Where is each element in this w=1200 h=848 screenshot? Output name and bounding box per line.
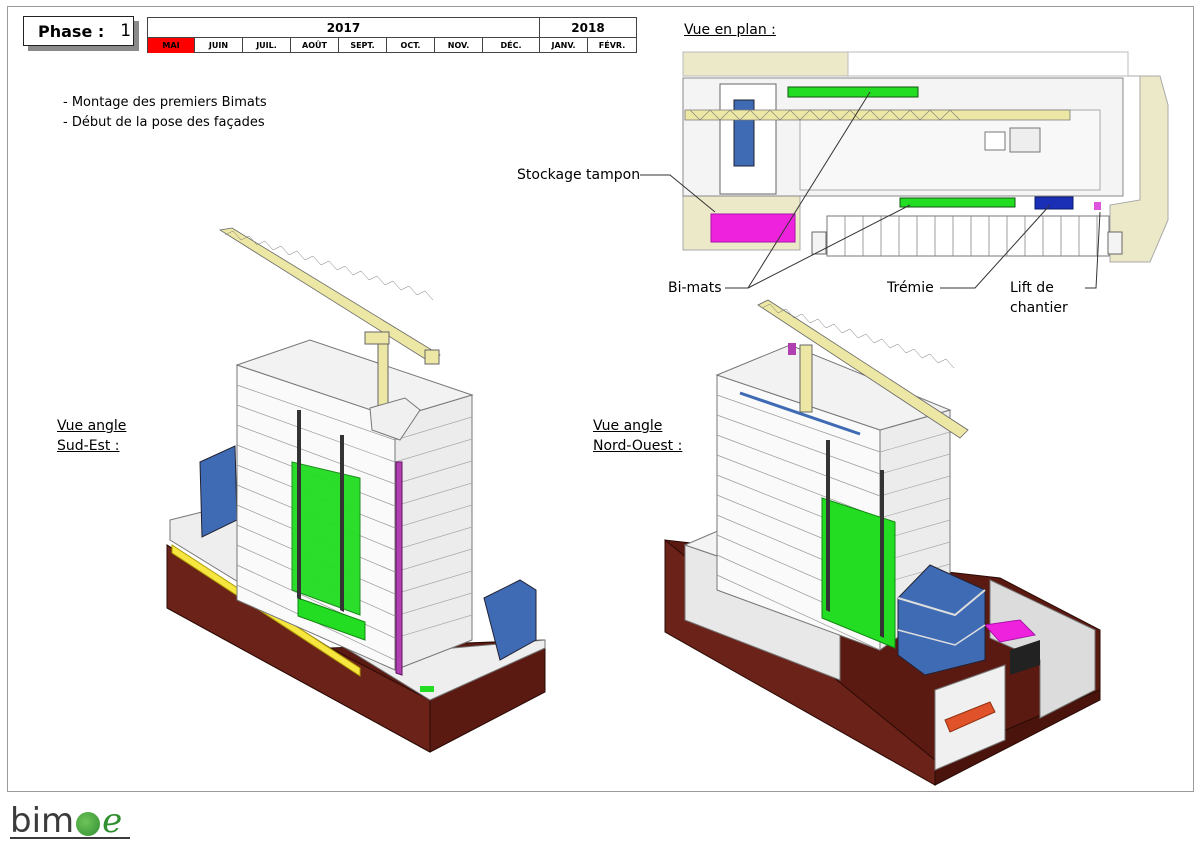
timeline-month: FÉVR. — [598, 41, 626, 50]
phase-label: Phase : — [38, 21, 105, 41]
label-lift-de-chantier: Lift de chantier — [1010, 278, 1068, 318]
label-sud-est-line1: Vue angle — [57, 418, 127, 434]
label-vue-sud-est: Vue angle Sud-Est : — [57, 416, 126, 456]
phase-box: Phase : 1 — [23, 16, 134, 46]
label-stockage-tampon: Stockage tampon — [517, 167, 641, 183]
label-lift-line2: chantier — [1010, 300, 1068, 316]
note-item: - Montage des premiers Bimats — [63, 95, 267, 110]
timeline-month: JUIN — [195, 38, 243, 53]
timeline-month: NOV. — [435, 38, 483, 53]
logo-underline — [10, 837, 130, 839]
timeline-month: OCT. — [387, 38, 435, 53]
label-bi-mats: Bi-mats — [668, 280, 722, 296]
timeline-year-2018: 2018 — [540, 18, 636, 38]
logo-circle-icon — [76, 812, 101, 836]
timeline-month: SEPT. — [339, 38, 387, 53]
timeline-month: JANV. — [540, 38, 588, 53]
phase-number: 1 — [120, 21, 132, 41]
logo-text-right: e — [102, 801, 123, 841]
plan-view-title: Vue en plan : — [684, 22, 776, 38]
label-tremie: Trémie — [887, 280, 934, 296]
bimoe-logo: bim e — [10, 800, 122, 842]
plan-view-drawing — [640, 51, 1169, 289]
label-nord-ouest-line1: Vue angle — [593, 418, 663, 434]
timeline-year-2017: 2017 — [148, 18, 540, 38]
timeline-month: DÉC. — [483, 38, 540, 53]
label-vue-nord-ouest: Vue angle Nord-Ouest : — [593, 416, 682, 456]
nord-ouest-view-drawing — [664, 299, 1101, 786]
label-lift-line1: Lift de — [1010, 280, 1054, 296]
timeline-month: MAI — [148, 38, 195, 53]
timeline-month: AOÛT — [291, 38, 339, 53]
timeline-month: JUIL. — [243, 38, 291, 53]
page-frame — [7, 6, 1194, 792]
label-nord-ouest-line2: Nord-Ouest : — [593, 438, 683, 454]
sud-est-view-drawing — [166, 227, 546, 753]
note-item: - Début de la pose des façades — [63, 115, 265, 130]
label-sud-est-line2: Sud-Est : — [57, 438, 120, 454]
logo-text-left: bim — [10, 801, 75, 841]
phase-notes: - Montage des premiers Bimats - Début de… — [63, 93, 267, 133]
